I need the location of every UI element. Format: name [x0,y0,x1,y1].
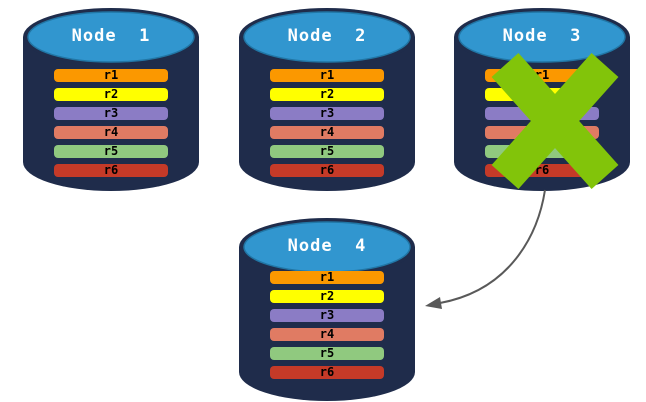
row-r2: r2 [270,290,384,303]
row-r3: r3 [54,107,168,120]
row-label: r2 [319,87,335,101]
row-r2: r2 [485,88,599,101]
row-label: r4 [103,125,119,139]
row-stack: r1 r2 r3 r4 r5 r6 [270,69,384,183]
row-label: r3 [103,106,119,120]
row-label: r6 [319,163,335,177]
row-label: r6 [103,163,119,177]
row-label: r2 [103,87,119,101]
row-r5: r5 [485,145,599,158]
row-r2: r2 [270,88,384,101]
row-label: r1 [103,68,119,82]
row-r3: r3 [270,309,384,322]
row-label: r5 [319,346,335,360]
row-stack: r1 r2 r3 r4 r5 r6 [270,271,384,385]
row-label: r1 [319,68,335,82]
node-title: Node 3 [502,26,582,46]
row-label: r1 [319,270,335,284]
db-node-3: Node 3 r1 r2 r3 r4 r5 r6 [452,7,632,191]
row-r4: r4 [270,328,384,341]
row-r6: r6 [270,366,384,379]
row-r6: r6 [485,164,599,177]
row-r3: r3 [270,107,384,120]
row-stack: r1 r2 r3 r4 r5 r6 [54,69,168,183]
db-node-2: Node 2 r1 r2 r3 r4 r5 r6 [237,7,417,191]
row-label: r5 [319,144,335,158]
row-label: r4 [319,327,335,341]
row-label: r3 [319,106,335,120]
row-label: r6 [319,365,335,379]
row-label: r5 [103,144,119,158]
row-r6: r6 [270,164,384,177]
row-label: r4 [534,125,550,139]
node-title: Node 1 [71,26,151,46]
row-label: r4 [319,125,335,139]
row-r5: r5 [270,347,384,360]
row-label: r3 [319,308,335,322]
row-label: r2 [534,87,550,101]
row-label: r1 [534,68,550,82]
row-label: r6 [534,163,550,177]
row-r1: r1 [485,69,599,82]
row-label: r5 [534,144,550,158]
row-r3: r3 [485,107,599,120]
row-r1: r1 [270,271,384,284]
row-label: r3 [534,106,550,120]
row-r5: r5 [54,145,168,158]
row-r4: r4 [485,126,599,139]
row-r4: r4 [270,126,384,139]
row-stack: r1 r2 r3 r4 r5 r6 [485,69,599,183]
row-r1: r1 [270,69,384,82]
node-title: Node 4 [287,236,367,256]
row-r4: r4 [54,126,168,139]
row-r5: r5 [270,145,384,158]
row-r1: r1 [54,69,168,82]
row-label: r2 [319,289,335,303]
row-r6: r6 [54,164,168,177]
row-r2: r2 [54,88,168,101]
node-title: Node 2 [287,26,367,46]
db-node-1: Node 1 r1 r2 r3 r4 r5 r6 [21,7,201,191]
db-node-4: Node 4 r1 r2 r3 r4 r5 r6 [237,217,417,401]
